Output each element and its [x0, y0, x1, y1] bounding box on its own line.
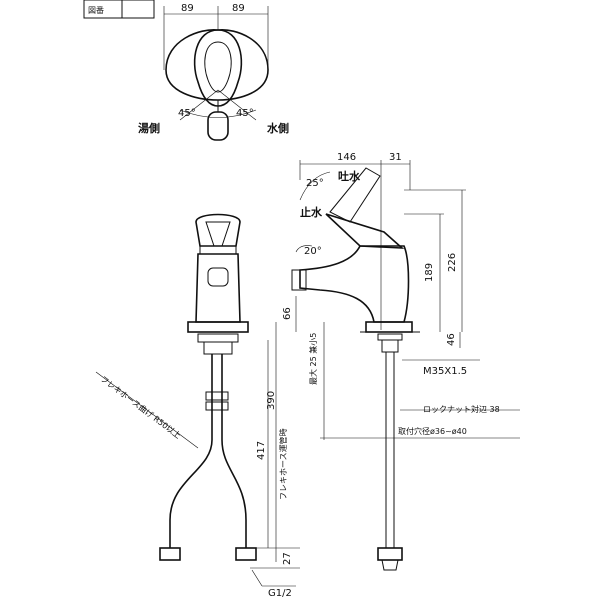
dim-31: 31 [389, 152, 402, 163]
angle-20: 20° [304, 246, 322, 257]
title-block-label: 図番 [88, 5, 104, 15]
dim-189: 189 [424, 263, 435, 282]
angle-left: 45° [178, 108, 196, 119]
dim-417: 417 [256, 441, 267, 460]
connection-label: G1/2 [268, 588, 292, 599]
lever-closed [325, 213, 405, 249]
front-body [195, 253, 241, 323]
hose-left [169, 354, 213, 548]
spout-tip [291, 269, 307, 291]
hose-length-label: フレキホース運管時 [278, 428, 288, 500]
cold-side-label: 水側 [267, 121, 289, 135]
title-block: 図番 [83, 0, 155, 19]
stop-label: 止水 [300, 205, 323, 219]
front-handle [195, 213, 241, 247]
thread-label: M35X1.5 [423, 366, 467, 377]
dim-390: 390 [266, 391, 277, 410]
max-thickness: 最大 25 兼小5 [308, 333, 318, 385]
side-body [299, 245, 410, 323]
fitting-left [159, 547, 181, 561]
side-shank [381, 339, 399, 353]
dim-46: 46 [446, 333, 457, 346]
side-base [365, 321, 413, 333]
angle-25: 25° [306, 178, 324, 189]
dim-27: 27 [282, 552, 293, 565]
top-handle-inner [204, 41, 232, 93]
top-dim-right: 89 [232, 3, 245, 14]
side-fitting [377, 547, 403, 561]
top-view: 89 89 45° 45° 湯側 水側 [138, 3, 289, 141]
front-base [187, 321, 249, 333]
hot-side-label: 湯側 [138, 121, 160, 135]
spout-label: 吐水 [338, 169, 361, 183]
hose-bend-label: フレキホース曲げ R50以上 [99, 374, 183, 441]
side-lock-nut [377, 333, 403, 341]
dim-146: 146 [337, 152, 356, 163]
hose-right [221, 354, 247, 548]
top-body-outline [165, 29, 269, 101]
side-view: 146 31 25° 吐水 止水 20° 189 226 46 [266, 152, 520, 571]
dim-66: 66 [282, 307, 293, 320]
front-aerator [207, 267, 229, 287]
top-dim-left: 89 [181, 3, 194, 14]
dim-226: 226 [447, 253, 458, 272]
mount-hole-label: 取付穴径ø36~ø40 [398, 426, 467, 436]
fitting-right [235, 547, 257, 561]
top-handle [193, 29, 243, 107]
angle-right: 45° [236, 108, 254, 119]
top-lever [207, 111, 229, 141]
lock-nut-label: ロックナット対辺 38 [423, 404, 500, 414]
